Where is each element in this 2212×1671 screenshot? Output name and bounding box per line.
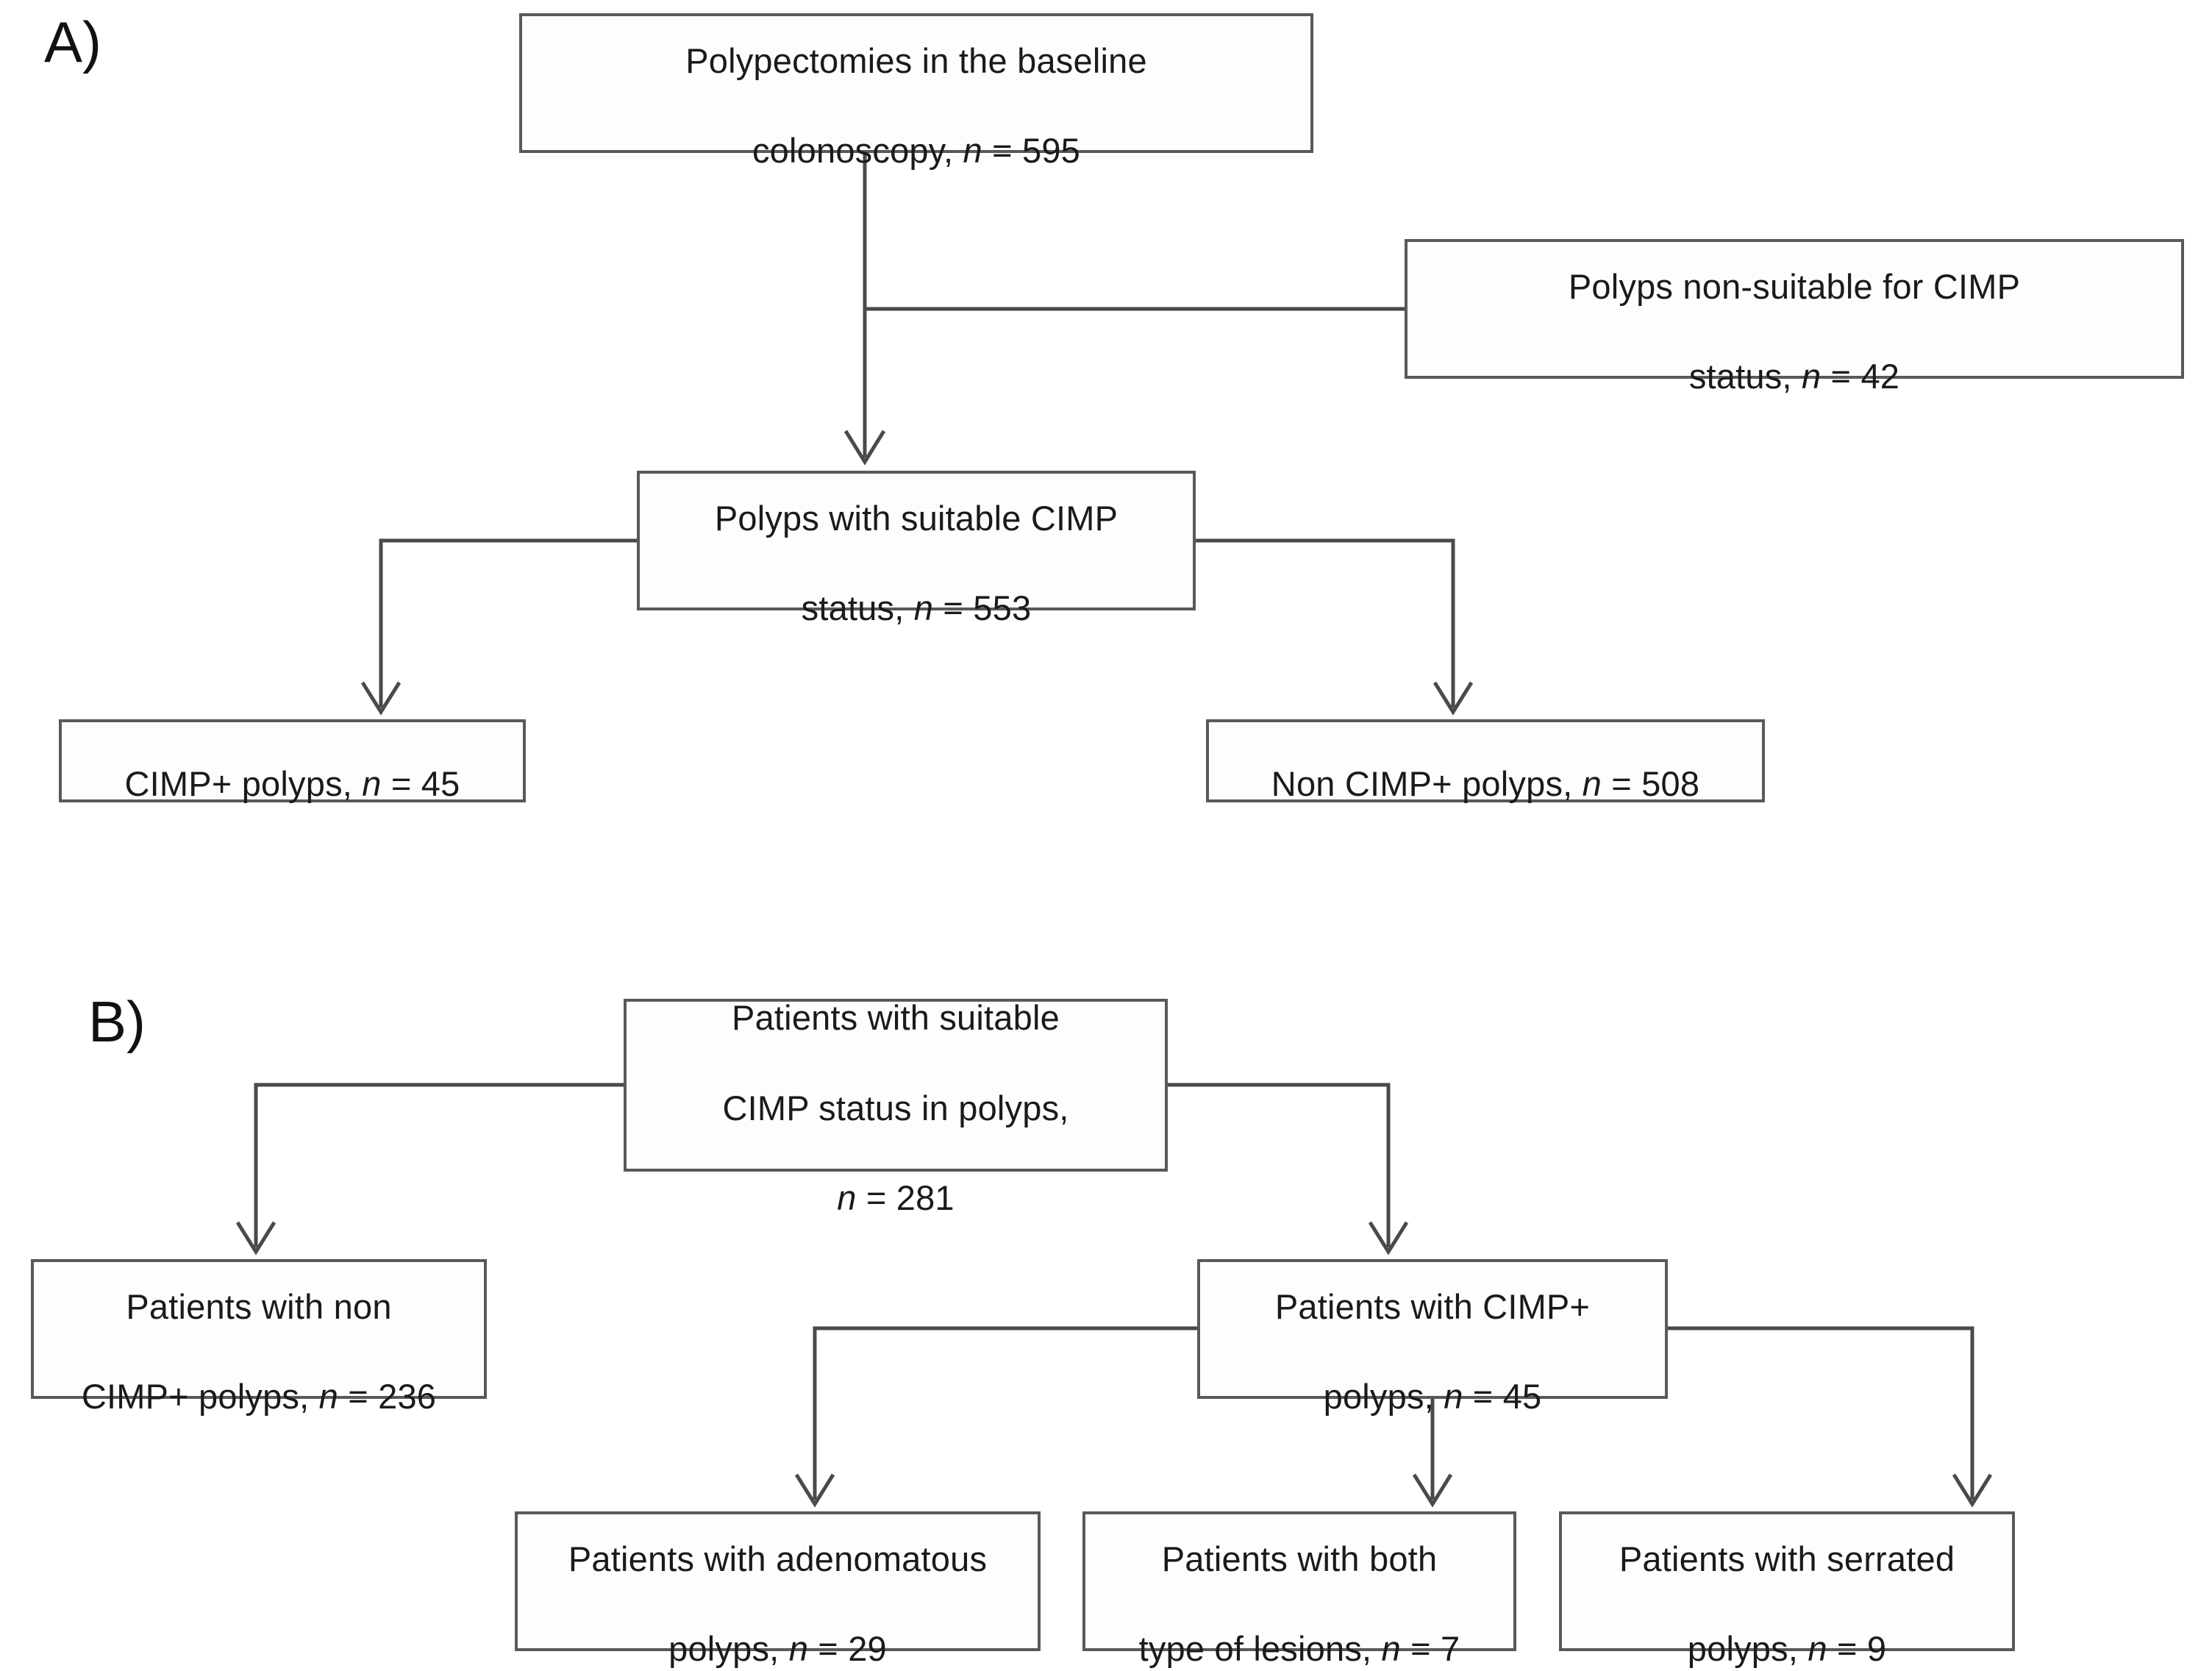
patients-non-cimp-polyps-label: Patients with non CIMP+ polyps, n = 236 [81, 1286, 437, 1417]
non-cimp-positive-polyps-label: Non CIMP+ polyps, n = 508 [1271, 763, 1700, 803]
cimp-positive-polyps-label: CIMP+ polyps, n = 45 [124, 763, 460, 803]
connector-b-adeno-split [794, 1326, 1197, 1508]
non-cimp-positive-polyps-box: Non CIMP+ polyps, n = 508 [1206, 719, 1765, 803]
patients-adenomatous-polyps-label: Patients with adenomatous polyps, n = 29 [568, 1539, 988, 1669]
polypectomies-baseline-box: Polypectomies in the baseline colonoscop… [519, 13, 1313, 170]
patients-serrated-polyps-label: Patients with serrated polyps, n = 9 [1619, 1539, 1955, 1669]
patients-cimp-positive-polyps-box: Patients with CIMP+ polyps, n = 45 [1197, 1259, 1668, 1416]
patients-serrated-polyps-box: Patients with serrated polyps, n = 9 [1559, 1511, 2015, 1668]
polyps-suitable-cimp-box: Polyps with suitable CIMP status, n = 55… [637, 471, 1196, 627]
connector-b-both-split [1412, 1399, 1453, 1508]
polyps-suitable-cimp-label: Polyps with suitable CIMP status, n = 55… [714, 498, 1119, 628]
patients-suitable-cimp-box: Patients with suitable CIMP status in po… [624, 998, 1168, 1217]
patients-both-lesion-types-box: Patients with both type of lesions, n = … [1082, 1511, 1516, 1668]
polyps-non-suitable-label: Polyps non-suitable for CIMP status, n =… [1568, 266, 2021, 396]
patients-non-cimp-polyps-box: Patients with non CIMP+ polyps, n = 236 [31, 1259, 487, 1416]
patients-adenomatous-polyps-box: Patients with adenomatous polyps, n = 29 [515, 1511, 1041, 1668]
polyps-non-suitable-box: Polyps non-suitable for CIMP status, n =… [1405, 239, 2184, 396]
panel-a-label: A) [44, 10, 101, 74]
patients-suitable-cimp-label: Patients with suitable CIMP status in po… [722, 998, 1069, 1217]
panel-b-label: B) [88, 989, 146, 1054]
connector-b-right-split [1168, 1083, 1409, 1255]
connector-a-main-trunk [843, 153, 886, 466]
patients-cimp-positive-polyps-label: Patients with CIMP+ polyps, n = 45 [1274, 1286, 1591, 1417]
polypectomies-baseline-label: Polypectomies in the baseline colonoscop… [685, 40, 1147, 171]
patients-both-lesion-types-label: Patients with both type of lesions, n = … [1138, 1539, 1460, 1669]
connector-a-left-split [360, 538, 637, 716]
connector-b-serrated-split [1668, 1326, 1993, 1508]
cimp-positive-polyps-box: CIMP+ polyps, n = 45 [59, 719, 526, 803]
connector-a-right-split [1196, 538, 1474, 716]
connector-b-left-split [235, 1083, 624, 1255]
